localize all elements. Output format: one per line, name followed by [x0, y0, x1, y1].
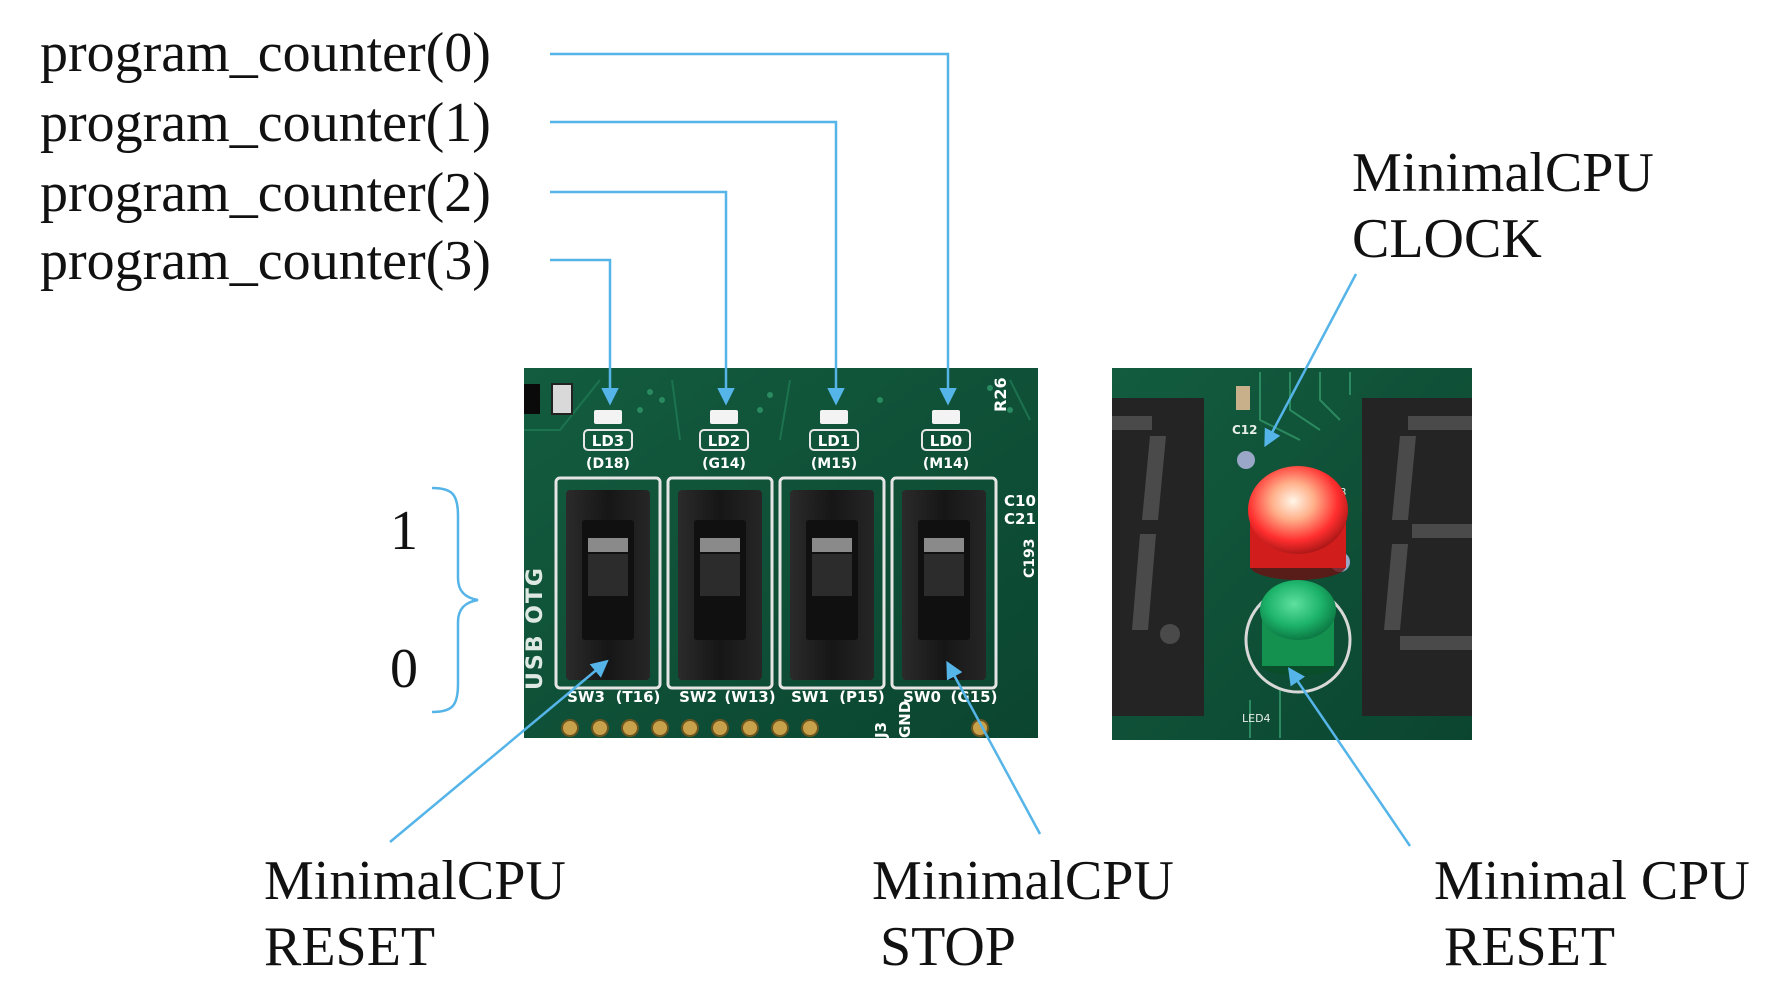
- switch-sw0: [890, 476, 998, 690]
- led-ld1: LD1 (M15): [809, 410, 859, 472]
- switch-sw1-pin: (P15): [839, 688, 885, 706]
- callout-reset-right-line1: Minimal CPU: [1434, 850, 1750, 912]
- led-ld1-pin: (M15): [811, 456, 857, 472]
- switch-sw3-label: SW3: [567, 688, 605, 706]
- mark-c12: C12: [1232, 423, 1258, 437]
- led-ld2: LD2 (G14): [699, 410, 749, 472]
- switch-sw2-label: SW2: [679, 688, 717, 706]
- arrow-pc0: [550, 52, 957, 406]
- usb-otg-text: USB OTG: [523, 566, 548, 690]
- led-ld1-label: LD1: [818, 432, 850, 450]
- led-ld2-pin: (G14): [702, 456, 746, 472]
- seven-seg-left: [1112, 398, 1204, 716]
- pc-label-1: program_counter(1): [40, 92, 491, 154]
- switch-sw1-label: SW1: [791, 688, 829, 706]
- arrow-pc1: [550, 120, 845, 406]
- callout-clock-line2: CLOCK: [1352, 208, 1542, 270]
- pc-label-2: program_counter(2): [40, 162, 491, 224]
- switch-level-low: 0: [390, 638, 418, 700]
- switch-sw3: [554, 476, 662, 690]
- led-ld3-pin: (D18): [586, 456, 630, 472]
- arrow-reset-right: [1288, 667, 1412, 847]
- arrow-reset-left: [389, 659, 609, 843]
- callout-stop-line2: STOP: [880, 916, 1016, 978]
- clock-led: [1248, 466, 1348, 580]
- pc-label-0: program_counter(0): [40, 22, 491, 84]
- callout-reset-left-line2: RESET: [264, 916, 436, 978]
- arrow-clock: [1264, 273, 1358, 448]
- led-ld3-label: LD3: [592, 432, 624, 450]
- switch-sw2-pin: (W13): [724, 688, 775, 706]
- arrow-pc3: [550, 258, 619, 406]
- switch-level-high: 1: [390, 500, 418, 562]
- callout-reset-left: MinimalCPU RESET: [264, 848, 566, 980]
- led-ld3: LD3 (D18): [583, 410, 633, 472]
- switch-sw1: [778, 476, 886, 690]
- led-ld0: LD0 (M14): [921, 410, 971, 472]
- mark-led4: LED4: [1242, 712, 1271, 725]
- led-ld0-pin: (M14): [923, 456, 969, 472]
- callout-stop: MinimalCPU STOP: [872, 848, 1174, 980]
- switch-sw2: [666, 476, 774, 690]
- switch-sw0-label: SW0: [903, 688, 941, 706]
- mark-c10: C10: [1004, 492, 1036, 510]
- callout-clock-line1: MinimalCPU: [1352, 142, 1654, 204]
- mark-r26: R26: [991, 377, 1010, 412]
- mark-c21: C21: [1004, 510, 1036, 528]
- mark-gnd: GND: [896, 701, 914, 738]
- mark-c193: C193: [1022, 539, 1038, 579]
- switch-sw3-pin: (T16): [616, 688, 661, 706]
- callout-clock: MinimalCPU CLOCK: [1352, 140, 1654, 272]
- callout-reset-right: Minimal CPU RESET: [1434, 848, 1750, 980]
- arrow-pc2: [550, 190, 735, 406]
- led-ld2-label: LD2: [708, 432, 740, 450]
- arrow-stop: [946, 660, 1042, 835]
- reset-led: [1244, 580, 1352, 694]
- callout-reset-left-line1: MinimalCPU: [264, 850, 566, 912]
- callout-stop-line1: MinimalCPU: [872, 850, 1174, 912]
- pc-label-3: program_counter(3): [40, 230, 491, 292]
- led-ld0-label: LD0: [930, 432, 962, 450]
- switch-sw0-pin: (G15): [951, 688, 998, 706]
- switch-level-bracket: [431, 486, 479, 714]
- mark-j3: J3: [872, 722, 890, 739]
- callout-reset-right-line2: RESET: [1444, 916, 1616, 978]
- seven-seg-right: [1362, 398, 1472, 716]
